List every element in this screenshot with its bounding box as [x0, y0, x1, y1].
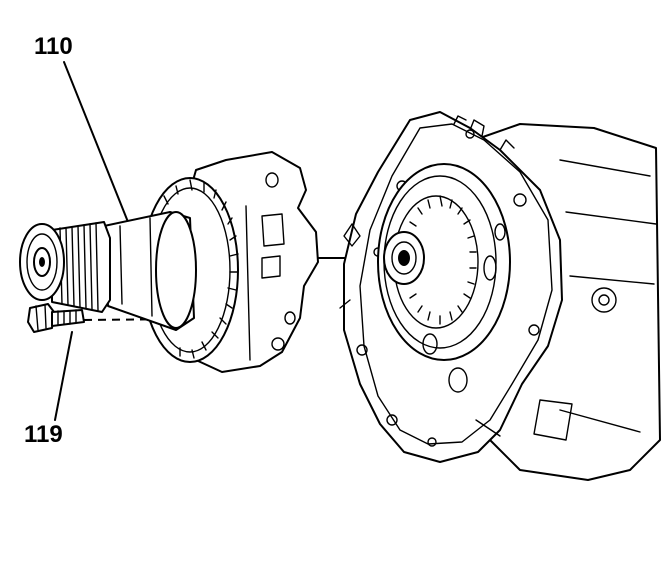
hub-assembly-110-part — [19, 151, 319, 373]
callout-119: 119 — [24, 421, 63, 448]
bolt-119-part — [27, 303, 85, 333]
leader-line-119 — [54, 331, 73, 421]
callout-110: 110 — [34, 33, 73, 60]
transmission-housing-part — [339, 111, 661, 481]
housing-bore-outer — [377, 163, 511, 361]
leader-line-110 — [63, 61, 129, 223]
